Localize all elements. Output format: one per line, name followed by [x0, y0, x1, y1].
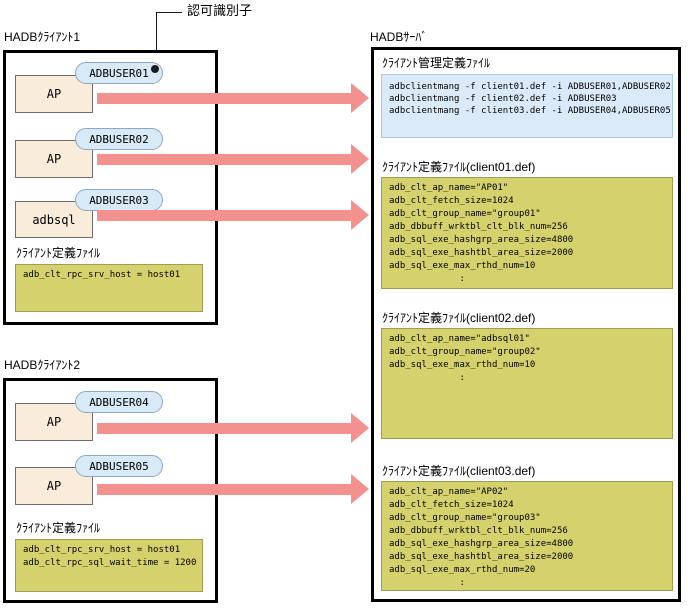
ap-box-4-label: AP — [46, 479, 62, 493]
flow-arrow-1-shaft — [97, 93, 351, 104]
client03-def-code: adb_clt_ap_name="AP02" adb_clt_fetch_siz… — [381, 481, 673, 591]
client01-def-heading: ｸﾗｲｱﾝﾄ定義ﾌｧｲﾙ(client01.def) — [382, 160, 536, 174]
flow-arrow-2 — [97, 144, 369, 174]
callout-dot — [151, 65, 159, 73]
client1-def-file-label: ｸﾗｲｱﾝﾄ定義ﾌｧｲﾙ — [16, 246, 101, 260]
adbuser02-badge-label: ADBUSER02 — [89, 132, 149, 146]
hadb-server-label: HADBｻｰﾊﾞ — [370, 30, 428, 44]
authorization-identifier-label: 認可識別子 — [187, 3, 253, 18]
client03-def-heading: ｸﾗｲｱﾝﾄ定義ﾌｧｲﾙ(client03.def) — [382, 464, 536, 478]
adbuser05-badge: ADBUSER05 — [75, 455, 163, 477]
flow-arrow-1-tip — [351, 83, 369, 113]
flow-arrow-5-tip — [351, 474, 369, 504]
client02-def-heading: ｸﾗｲｱﾝﾄ定義ﾌｧｲﾙ(client02.def) — [382, 311, 536, 325]
adbuser02-badge: ADBUSER02 — [75, 128, 163, 150]
hadb-client2-label: HADBｸﾗｲｱﾝﾄ2 — [4, 358, 81, 372]
ap-box-1-label: AP — [46, 87, 62, 101]
adbuser03-badge-label: ADBUSER03 — [89, 193, 149, 207]
adbuser01-badge: ADBUSER01 — [75, 62, 163, 84]
flow-arrow-4-shaft — [97, 423, 351, 434]
ap-box-2-label: AP — [46, 152, 62, 166]
flow-arrow-4-tip — [351, 413, 369, 443]
adbsql-box-label: adbsql — [32, 212, 76, 227]
adbuser01-badge-label: ADBUSER01 — [89, 66, 149, 80]
flow-arrow-1 — [97, 83, 369, 113]
hadb-client1-label: HADBｸﾗｲｱﾝﾄ1 — [4, 30, 81, 44]
flow-arrow-2-shaft — [97, 154, 351, 165]
flow-arrow-4 — [97, 413, 369, 443]
adbuser04-badge-label: ADBUSER04 — [89, 395, 149, 409]
flow-arrow-3-shaft — [97, 210, 351, 221]
client02-def-code: adb_clt_ap_name="adbsql01" adb_clt_group… — [381, 328, 673, 439]
adbuser05-badge-label: ADBUSER05 — [89, 459, 149, 473]
callout-line-horizontal — [156, 12, 182, 13]
adbuser03-badge: ADBUSER03 — [75, 189, 163, 211]
flow-arrow-5-shaft — [97, 484, 351, 495]
callout-line-vertical — [156, 12, 157, 67]
client-mang-def-code: adbclientmang -f client01.def -i ADBUSER… — [381, 74, 673, 138]
flow-arrow-3-tip — [351, 200, 369, 230]
ap-box-3: AP — [15, 403, 93, 441]
client2-def-code: adb_clt_rpc_srv_host = host01 adb_clt_rp… — [15, 539, 203, 592]
client1-def-code: adb_clt_rpc_srv_host = host01 — [15, 264, 203, 312]
client-mang-def-heading: ｸﾗｲｱﾝﾄ管理定義ﾌｧｲﾙ — [382, 56, 491, 70]
client2-def-file-label: ｸﾗｲｱﾝﾄ定義ﾌｧｲﾙ — [16, 521, 101, 535]
flow-arrow-2-tip — [351, 144, 369, 174]
flow-arrow-3 — [97, 200, 369, 230]
client01-def-code: adb_clt_ap_name="AP01" adb_clt_fetch_siz… — [381, 177, 673, 289]
adbuser04-badge: ADBUSER04 — [75, 391, 163, 413]
flow-arrow-5 — [97, 474, 369, 504]
ap-box-3-label: AP — [46, 415, 62, 429]
